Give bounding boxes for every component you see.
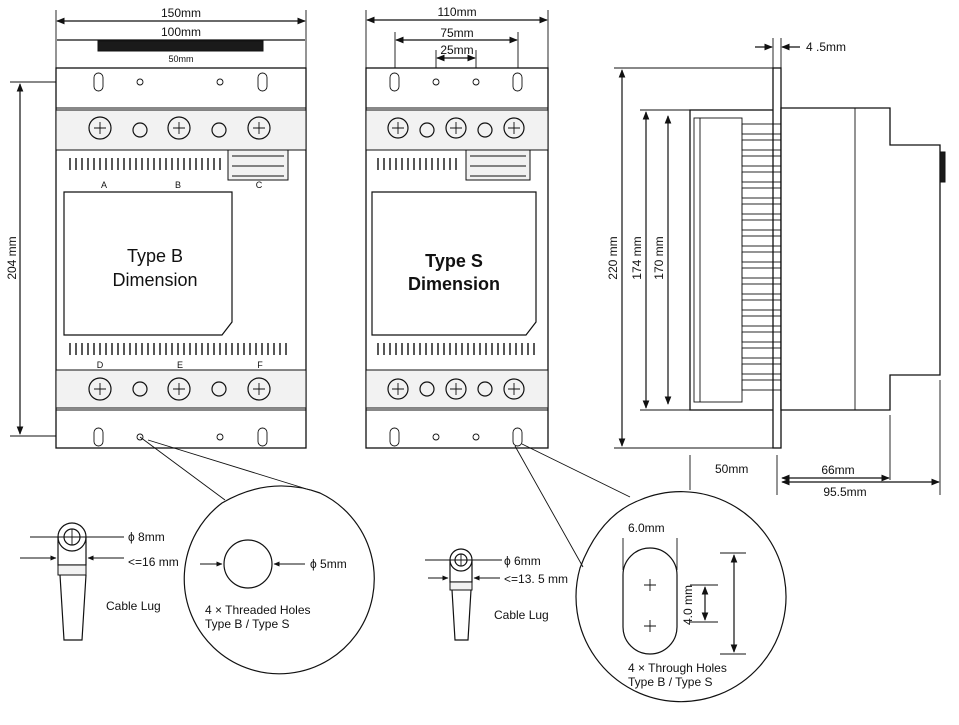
mount-hole: [136, 433, 144, 441]
type-s-vents-bottom: [377, 343, 535, 355]
term-label-a: A: [101, 180, 107, 190]
type-s-width-total: 110mm: [437, 5, 476, 19]
type-s-label-panel: [371, 191, 537, 336]
lug-s-label: Cable Lug: [494, 608, 549, 622]
side-view: 4 .5mm 220 mm 174 mm 170 mm 50mm 66: [606, 38, 946, 499]
term-label-c: C: [256, 180, 263, 190]
term-label-d: D: [97, 360, 104, 370]
term-label-e: E: [177, 360, 183, 370]
mount-slot: [93, 72, 104, 92]
hole-s-width: 6.0mm: [628, 521, 665, 535]
type-s-vents-top: [377, 158, 457, 170]
type-s-width-small: 25mm: [440, 43, 473, 57]
type-s-screws-bottom: [387, 378, 525, 400]
through-hole-slot: [622, 547, 678, 655]
lug-s-diameter: ϕ 6mm: [504, 554, 541, 568]
side-width-66: 66mm: [821, 463, 854, 477]
side-height-total: 220 mm: [606, 236, 620, 279]
type-b-top-terminals: [55, 109, 307, 151]
mount-slot: [257, 72, 268, 92]
mount-hole: [216, 78, 224, 86]
mount-slot: [93, 427, 104, 447]
type-b-connector: [227, 149, 289, 181]
type-b-hole-detail: ϕ 5mm 4 × Threaded Holes Type B / Type S: [139, 436, 375, 675]
side-height-174: 174 mm: [630, 236, 644, 279]
type-b-cable-lug: ϕ 8mm <=16 mm Cable Lug: [20, 522, 179, 641]
hole-b-caption-types: Type B / Type S: [205, 617, 290, 631]
type-s-screws-top: [387, 117, 525, 139]
type-b-title: Type B: [127, 246, 183, 266]
mount-hole: [136, 78, 144, 86]
lug-b-diameter: ϕ 8mm: [128, 530, 165, 544]
terminal-screws-bottom: [88, 377, 271, 401]
flange-thickness: 4 .5mm: [806, 40, 846, 54]
type-b-width-total: 150mm: [161, 6, 201, 20]
type-b-dark-bar: [97, 40, 264, 52]
mount-slot: [257, 427, 268, 447]
type-b-front-view: 150mm 100mm 50mm 204 mm: [5, 6, 307, 449]
type-b-label-panel: [63, 191, 233, 336]
type-b-subtitle: Dimension: [112, 270, 197, 290]
lug-s-width: <=13. 5 mm: [504, 572, 568, 586]
mount-hole: [216, 433, 224, 441]
type-s-top-terminals: [365, 109, 549, 151]
term-label-f: F: [257, 360, 263, 370]
vent-slots-bottom: [69, 343, 287, 355]
term-label-b: B: [175, 180, 181, 190]
lug-b-label: Cable Lug: [106, 599, 161, 613]
vent-slots-top: [69, 158, 221, 170]
side-width-95: 95.5mm: [823, 485, 866, 499]
side-front-housing: [689, 109, 778, 411]
hole-b-caption: 4 × Threaded Holes: [205, 603, 311, 617]
hole-s-caption-types: Type B / Type S: [628, 675, 713, 689]
type-s-width-mid: 75mm: [440, 26, 473, 40]
type-b-width-small: 50mm: [168, 54, 193, 64]
type-s-subtitle: Dimension: [408, 274, 500, 294]
threaded-hole: [223, 539, 273, 589]
side-width-50: 50mm: [715, 462, 748, 476]
terminal-screws-top: [88, 116, 271, 140]
hole-s-height: 4.0 mm: [681, 585, 695, 625]
hole-b-diameter: ϕ 5mm: [310, 557, 347, 571]
type-s-front-view: 110mm 75mm 25mm Ty: [365, 5, 549, 449]
type-b-height: 204 mm: [5, 236, 19, 279]
type-s-cable-lug: ϕ 6mm <=13. 5 mm Cable Lug: [425, 548, 568, 641]
hole-s-caption: 4 × Through Holes: [628, 661, 727, 675]
type-s-hole-detail: 6.0mm 4.0 mm 4 × Through Holes Type B / …: [514, 443, 787, 703]
side-flange: [772, 67, 782, 449]
side-rear-body: [780, 107, 941, 411]
type-s-title: Type S: [425, 251, 483, 271]
side-height-170: 170 mm: [652, 236, 666, 279]
type-b-width-mid: 100mm: [161, 25, 201, 39]
lug-b-width: <=16 mm: [128, 555, 179, 569]
